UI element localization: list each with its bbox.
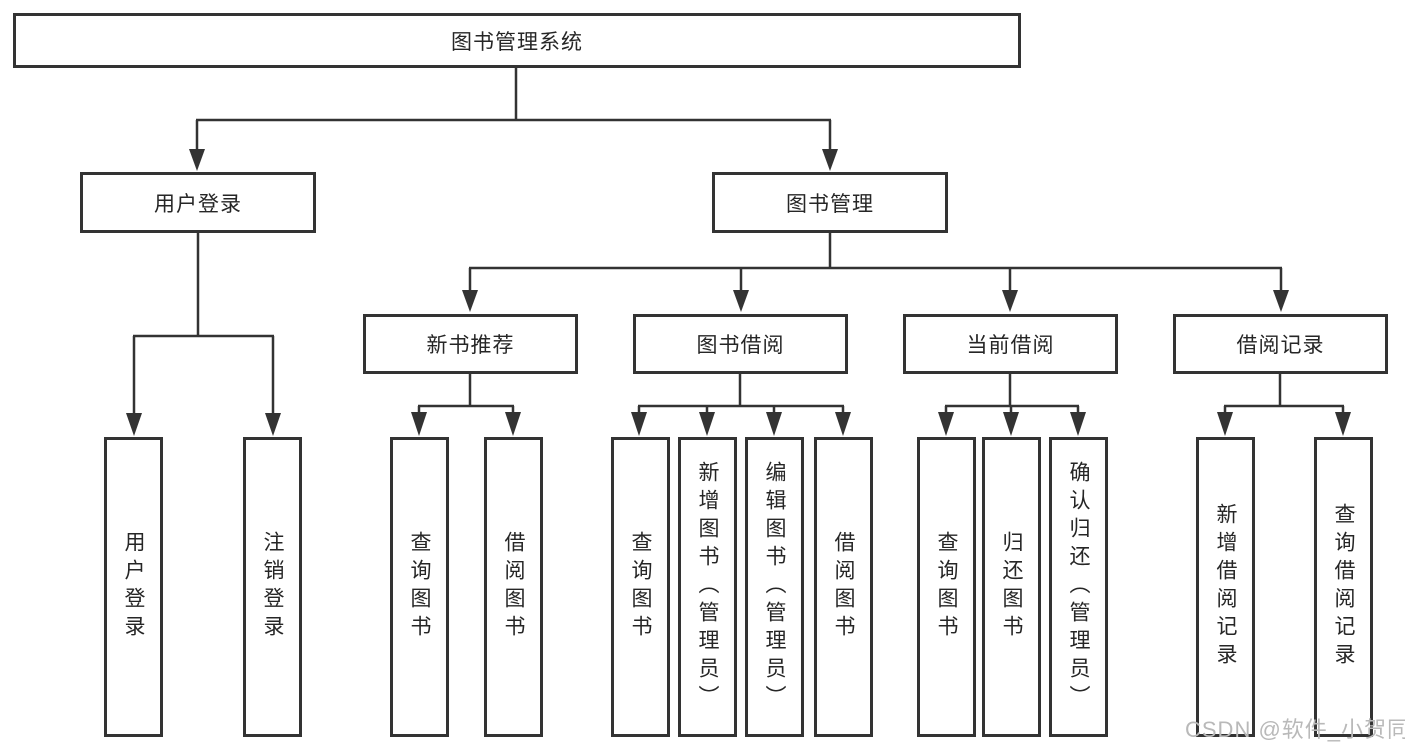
node-book-management: 图书管理 bbox=[712, 172, 948, 233]
arrow-down-icon bbox=[189, 149, 205, 171]
leaf-add-borrow-record: 新增借阅记录 bbox=[1196, 437, 1255, 737]
arrow-down-icon bbox=[265, 413, 281, 436]
leaf-borrow-books-1: 借阅图书 bbox=[484, 437, 543, 737]
node-current-borrow: 当前借阅 bbox=[903, 314, 1118, 374]
arrow-down-icon bbox=[1003, 412, 1019, 436]
arrow-down-icon bbox=[766, 412, 782, 436]
arrow-down-icon bbox=[938, 412, 954, 436]
arrow-down-icon bbox=[822, 149, 838, 171]
connector-root-to-level2 bbox=[189, 68, 838, 171]
arrow-down-icon bbox=[462, 290, 478, 312]
leaf-query-books-1: 查询图书 bbox=[390, 437, 449, 737]
leaf-query-books-2: 查询图书 bbox=[611, 437, 670, 737]
arrow-down-icon bbox=[1273, 290, 1289, 312]
node-library-management-system: 图书管理系统 bbox=[13, 13, 1021, 68]
node-user-login: 用户登录 bbox=[80, 172, 316, 233]
connector-book-management-to-level3 bbox=[462, 233, 1289, 312]
leaf-edit-books-admin: 编辑图书（管理员） bbox=[745, 437, 804, 737]
connector-new-book-to-leaves bbox=[411, 374, 521, 436]
leaf-borrow-books-2: 借阅图书 bbox=[814, 437, 873, 737]
leaf-query-books-3: 查询图书 bbox=[917, 437, 976, 737]
leaf-confirm-return-admin: 确认归还（管理员） bbox=[1049, 437, 1108, 737]
leaf-return-books: 归还图书 bbox=[982, 437, 1041, 737]
connector-book-borrow-to-leaves bbox=[631, 374, 851, 436]
arrow-down-icon bbox=[699, 412, 715, 436]
arrow-down-icon bbox=[835, 412, 851, 436]
arrow-down-icon bbox=[1217, 412, 1233, 436]
leaf-logout: 注销登录 bbox=[243, 437, 302, 737]
arrow-down-icon bbox=[733, 290, 749, 312]
connector-current-borrow-to-leaves bbox=[938, 374, 1086, 436]
connector-user-login-to-leaves bbox=[126, 233, 281, 436]
connector-borrow-records-to-leaves bbox=[1217, 374, 1351, 436]
arrow-down-icon bbox=[631, 412, 647, 436]
leaf-query-borrow-record: 查询借阅记录 bbox=[1314, 437, 1373, 737]
watermark-text: CSDN @软件_小贺同学 bbox=[1185, 717, 1405, 742]
arrow-down-icon bbox=[126, 413, 142, 436]
leaf-user-login: 用户登录 bbox=[104, 437, 163, 737]
node-borrow-records: 借阅记录 bbox=[1173, 314, 1388, 374]
arrow-down-icon bbox=[505, 412, 521, 436]
arrow-down-icon bbox=[1335, 412, 1351, 436]
arrow-down-icon bbox=[1070, 412, 1086, 436]
arrow-down-icon bbox=[1002, 290, 1018, 312]
node-new-book-recommend: 新书推荐 bbox=[363, 314, 578, 374]
leaf-add-books-admin: 新增图书（管理员） bbox=[678, 437, 737, 737]
arrow-down-icon bbox=[411, 412, 427, 436]
node-book-borrow: 图书借阅 bbox=[633, 314, 848, 374]
